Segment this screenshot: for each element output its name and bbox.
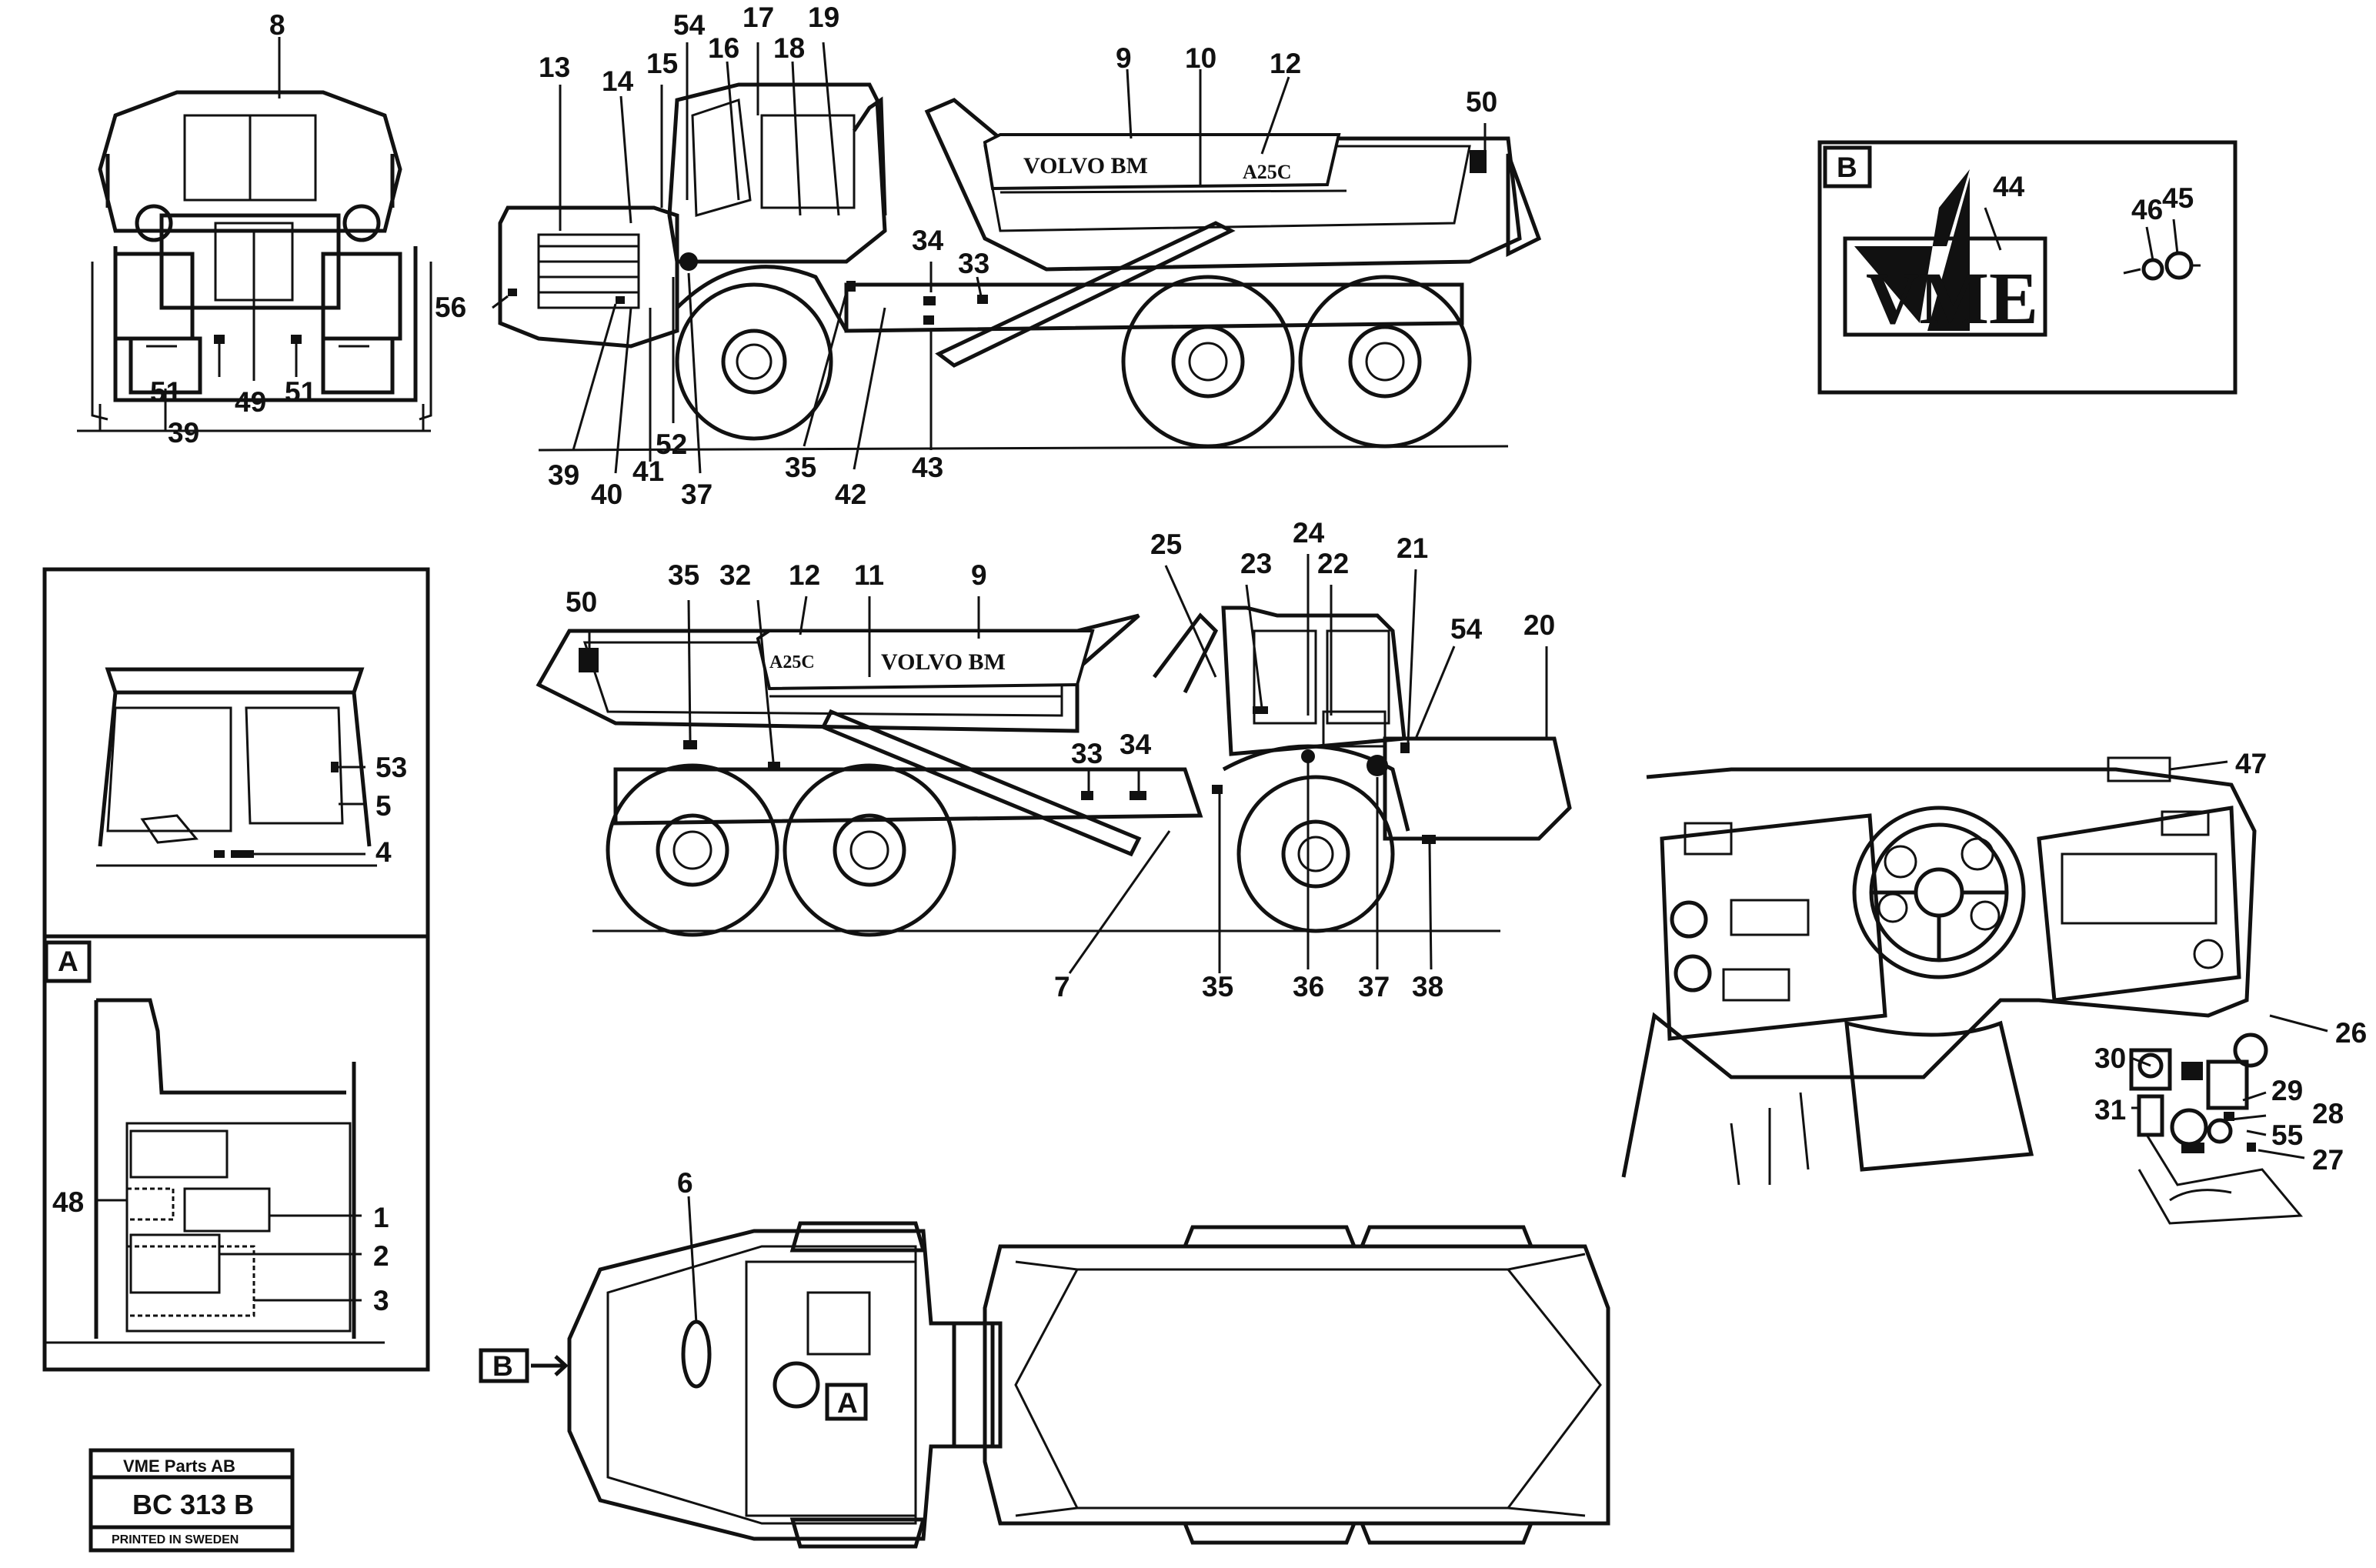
- callout-3: 3: [373, 1285, 389, 1316]
- callout-r35: 35: [668, 559, 699, 591]
- callout-15: 15: [646, 48, 678, 79]
- callout-51a: 51: [150, 376, 182, 408]
- callout-30: 30: [2094, 1043, 2126, 1074]
- callout-r20: 20: [1523, 609, 1555, 641]
- callout-5: 5: [375, 790, 392, 822]
- callout-r35b: 35: [1202, 971, 1233, 1003]
- model-decal-right: A25C: [769, 652, 815, 672]
- callout-r33: 33: [1071, 738, 1103, 769]
- callout-r36: 36: [1293, 971, 1324, 1003]
- callout-39a: 39: [168, 417, 199, 449]
- top-view-b-tag: B: [492, 1350, 513, 1382]
- callout-r12: 12: [789, 559, 820, 591]
- callout-47: 47: [2235, 748, 2267, 779]
- callout-44: 44: [1993, 171, 2025, 202]
- callout-6: 6: [677, 1167, 693, 1199]
- callout-9: 9: [1116, 42, 1132, 74]
- callout-48: 48: [52, 1186, 84, 1218]
- callout-52: 52: [656, 429, 687, 460]
- callout-13: 13: [539, 52, 570, 83]
- callout-r38: 38: [1412, 971, 1443, 1003]
- callout-39b: 39: [548, 459, 579, 491]
- model-decal-left: A25C: [1243, 161, 1292, 183]
- front-leaders: [164, 37, 298, 431]
- inset-a: [44, 940, 385, 1344]
- callout-56: 56: [435, 292, 466, 323]
- callout-8: 8: [269, 9, 285, 41]
- vme-logo: VME: [1866, 257, 2038, 339]
- stamp-text: VME Parts AB BC 313 B PRINTED IN SWEDEN: [112, 1456, 254, 1546]
- brand-decal-left: VOLVO BM: [1023, 153, 1148, 178]
- front-view: [77, 90, 432, 432]
- callout-12: 12: [1270, 48, 1301, 79]
- callout-55: 55: [2271, 1119, 2303, 1151]
- callout-27: 27: [2312, 1144, 2344, 1176]
- callout-r9: 9: [971, 559, 987, 591]
- callout-10: 10: [1185, 42, 1216, 74]
- callout-46: 46: [2131, 194, 2163, 225]
- callout-1: 1: [373, 1202, 389, 1233]
- callout-31: 31: [2094, 1094, 2126, 1126]
- side-right-leaders: [588, 554, 1548, 974]
- callout-17: 17: [742, 2, 774, 33]
- callout-r50: 50: [566, 586, 597, 618]
- callout-37: 37: [681, 479, 712, 510]
- inset-b-tag: B: [1837, 152, 1857, 183]
- callout-53: 53: [375, 752, 407, 783]
- part-number-stamp: [88, 1448, 295, 1553]
- callout-r25: 25: [1150, 529, 1182, 560]
- callout-49: 49: [235, 386, 266, 418]
- callout-r21: 21: [1397, 532, 1428, 564]
- callout-41: 41: [632, 455, 664, 487]
- callout-2: 2: [373, 1240, 389, 1272]
- callout-50: 50: [1466, 86, 1497, 118]
- side-view-left: [498, 82, 1542, 452]
- callout-r34: 34: [1120, 729, 1152, 760]
- callout-54: 54: [673, 9, 706, 41]
- stamp-company: VME Parts AB: [123, 1456, 235, 1476]
- inset-a-tag: A: [58, 946, 78, 977]
- side-view-right: [536, 606, 1572, 937]
- callout-16: 16: [708, 32, 739, 64]
- callout-r11: 11: [854, 559, 884, 591]
- callout-35: 35: [785, 452, 816, 483]
- stamp-code: BC 313 B: [132, 1489, 254, 1520]
- callout-r32: 32: [719, 559, 751, 591]
- callout-labels: 8 13 14 15 54 16 17 18 19 9 10 12 50 56 …: [52, 2, 2367, 1316]
- callout-r22: 22: [1317, 548, 1349, 579]
- brand-decal-right: VOLVO BM: [881, 649, 1006, 675]
- callout-29: 29: [2271, 1075, 2303, 1106]
- callout-28: 28: [2312, 1098, 2344, 1129]
- callout-26: 26: [2335, 1017, 2367, 1049]
- callout-18: 18: [773, 32, 805, 64]
- dashboard-leaders: [2131, 760, 2328, 1159]
- stamp-printed: PRINTED IN SWEDEN: [112, 1533, 239, 1546]
- windshield-inset: [42, 567, 430, 1372]
- callout-40: 40: [591, 479, 622, 510]
- dashboard-view: [1621, 756, 2304, 1225]
- inset-b: [1817, 140, 2238, 395]
- callout-42: 42: [835, 479, 866, 510]
- section-tags: A B B A: [58, 152, 1857, 1419]
- callout-43: 43: [912, 452, 943, 483]
- callout-r54: 54: [1450, 613, 1483, 645]
- callout-14: 14: [602, 65, 634, 97]
- side-left-leaders: [492, 42, 1487, 474]
- callout-34: 34: [912, 225, 944, 256]
- callout-33: 33: [958, 248, 989, 279]
- callout-r23: 23: [1240, 548, 1272, 579]
- callout-51b: 51: [285, 376, 316, 408]
- top-view-a-tag: A: [837, 1387, 858, 1419]
- callout-45: 45: [2162, 182, 2194, 214]
- callout-r37: 37: [1358, 971, 1390, 1003]
- callout-4: 4: [375, 836, 392, 868]
- decal-text: VOLVO BM A25C VOLVO BM A25C VME: [769, 153, 2038, 675]
- top-view: [479, 1196, 1610, 1549]
- callout-19: 19: [808, 2, 839, 33]
- callout-r24: 24: [1293, 517, 1325, 549]
- callout-r7: 7: [1054, 971, 1070, 1003]
